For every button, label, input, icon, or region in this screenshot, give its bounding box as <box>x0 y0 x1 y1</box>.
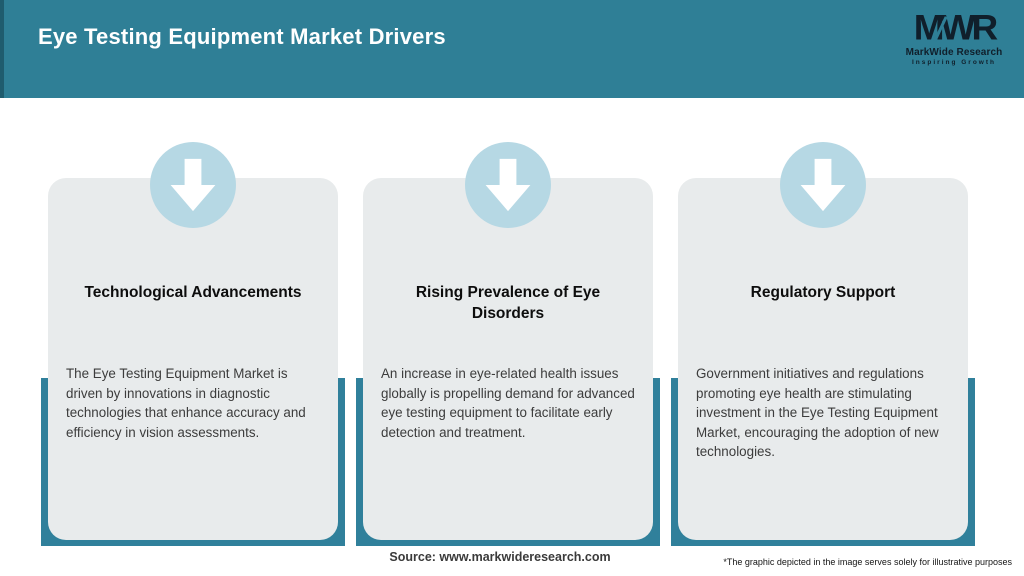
disclaimer-text: *The graphic depicted in the image serve… <box>723 557 1012 567</box>
driver-card: Rising Prevalence of Eye Disorders An in… <box>363 178 653 540</box>
driver-column-1: Technological Advancements The Eye Testi… <box>41 142 345 546</box>
logo-monogram-text: MWR <box>913 8 998 47</box>
logo-company-name: MarkWide Research <box>905 47 1003 58</box>
page-title: Eye Testing Equipment Market Drivers <box>38 24 446 49</box>
logo-monogram: MWR <box>913 8 998 47</box>
down-arrow-icon <box>465 142 551 228</box>
source-text: Source: www.markwideresearch.com <box>389 550 611 564</box>
brand-logo: MWR MarkWide Research Inspiring Growth <box>902 10 1006 66</box>
down-arrow-icon <box>150 142 236 228</box>
header-left-accent <box>0 0 4 98</box>
card-description: An increase in eye-related health issues… <box>381 366 635 440</box>
driver-column-2: Rising Prevalence of Eye Disorders An in… <box>356 142 660 546</box>
card-description: Government initiatives and regulations p… <box>696 366 939 459</box>
header-bar: Eye Testing Equipment Market Drivers MWR… <box>0 0 1024 98</box>
down-arrow-icon <box>780 142 866 228</box>
card-title: Rising Prevalence of Eye Disorders <box>415 284 601 322</box>
logo-tagline: Inspiring Growth <box>912 59 996 66</box>
card-title: Regulatory Support <box>750 284 896 301</box>
driver-card: Regulatory Support Government initiative… <box>678 178 968 540</box>
driver-card: Technological Advancements The Eye Testi… <box>48 178 338 540</box>
card-description: The Eye Testing Equipment Market is driv… <box>66 366 306 440</box>
card-title: Technological Advancements <box>84 284 302 301</box>
driver-column-3: Regulatory Support Government initiative… <box>671 142 975 546</box>
